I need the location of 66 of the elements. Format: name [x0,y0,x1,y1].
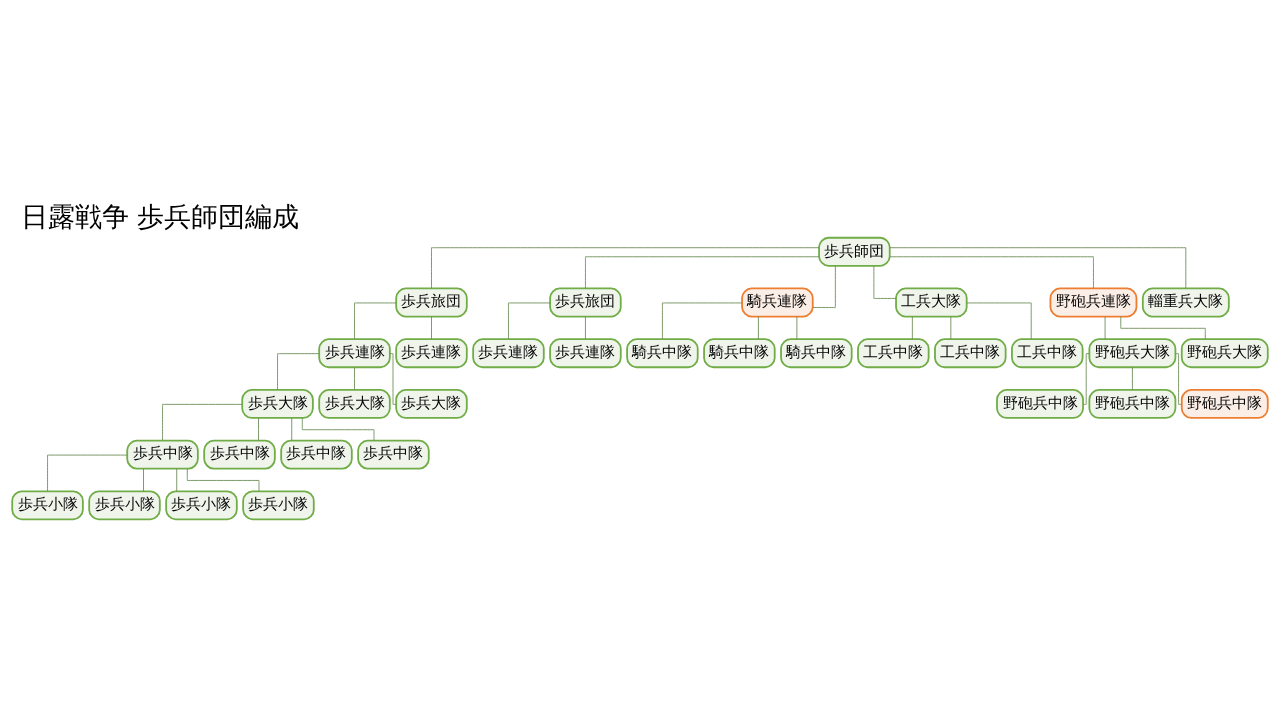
node-box: 工兵中隊 [1011,338,1084,369]
connector [162,403,243,441]
node-box: 歩兵連隊 [395,338,468,369]
node-box: 工兵中隊 [857,338,930,369]
connector [1131,366,1133,391]
connector [1104,316,1106,340]
connector [47,454,128,492]
connector [1120,316,1206,340]
connector [291,417,293,442]
connector [661,302,743,340]
connector [277,353,320,391]
connector [911,316,913,340]
node-box: 野砲兵中隊 [996,388,1084,419]
connector [176,468,178,492]
connector [757,316,759,340]
connector [812,265,836,308]
connector [431,247,820,289]
connector [389,353,397,405]
node-box: 騎兵中隊 [703,338,776,369]
connector [950,316,952,340]
connector [143,468,144,492]
connector [889,256,1094,289]
node-box: 騎兵中隊 [780,338,853,369]
connector [1082,353,1090,405]
node-box: 歩兵小隊 [165,490,238,521]
node-box: 工兵中隊 [934,338,1007,369]
node-box: 野砲兵連隊 [1049,287,1138,318]
node-box: 歩兵中隊 [357,439,430,470]
connector [508,302,551,340]
node-box: 歩兵中隊 [280,439,353,470]
connector [431,316,432,340]
node-box: 歩兵小隊 [11,490,84,521]
connector [585,256,820,289]
node-box: 工兵大隊 [895,287,968,318]
node-box: 歩兵小隊 [242,490,315,521]
node-box: 輜重兵大隊 [1141,287,1230,318]
node-box: 歩兵連隊 [472,338,545,369]
node-box: 歩兵大隊 [318,388,391,419]
connector [796,316,798,340]
node-box: 歩兵中隊 [126,439,199,470]
connector [889,247,1187,289]
connector [301,417,375,441]
connector [966,302,1032,340]
node-box: 歩兵連隊 [549,338,622,369]
node-box: 歩兵師団 [818,236,891,267]
node-box: 歩兵旅団 [395,287,468,318]
connector [258,417,259,442]
connector [585,316,586,340]
node-box: 歩兵大隊 [395,388,468,419]
node-box: 歩兵中隊 [203,439,276,470]
node-box: 野砲兵中隊 [1088,388,1177,419]
node-box: 歩兵旅団 [549,287,622,318]
node-box: 騎兵中隊 [626,338,699,369]
node-box: 歩兵大隊 [241,388,314,419]
node-box: 野砲兵大隊 [1088,338,1177,369]
connector [1175,353,1183,405]
diagram-title: 日露戦争 歩兵師団編成 [20,200,300,232]
node-box: 歩兵小隊 [88,490,161,521]
node-box: 野砲兵大隊 [1180,338,1269,369]
connector [873,265,897,299]
node-box: 騎兵連隊 [741,287,814,318]
connector [354,366,355,391]
connector [186,468,260,492]
node-box: 歩兵連隊 [318,338,391,369]
node-box: 野砲兵中隊 [1180,388,1269,419]
connector [354,302,397,340]
